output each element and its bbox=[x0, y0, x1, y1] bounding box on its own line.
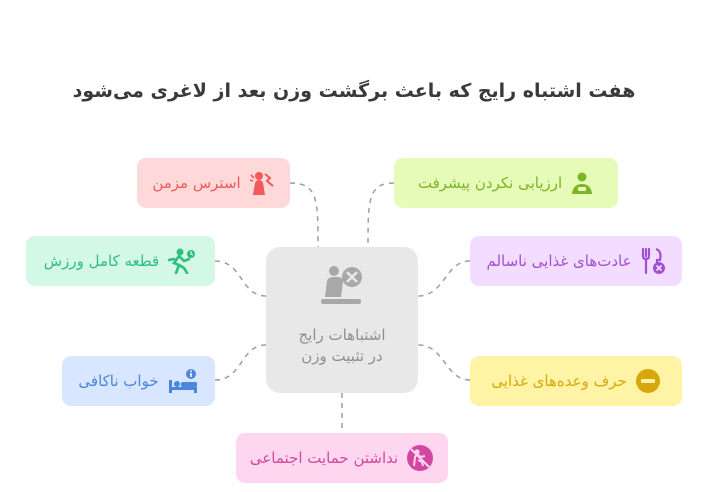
connector-habits bbox=[417, 260, 471, 297]
central-topic-line1: اشتباهات رایج bbox=[298, 326, 386, 344]
connector-stress bbox=[289, 182, 319, 248]
node-exercise[interactable]: قطعه کامل ورزش bbox=[26, 236, 215, 286]
connector-exercise bbox=[214, 260, 267, 297]
node-stress-label: استرس مزمن bbox=[152, 174, 241, 192]
node-sleep-label: خواب ناکافی bbox=[78, 372, 159, 390]
weight-scale-warning-icon bbox=[321, 266, 362, 304]
minus-circle-icon bbox=[635, 369, 660, 393]
node-social-support[interactable]: نداشتن حمایت اجتماعی bbox=[236, 433, 448, 483]
connector-meals bbox=[417, 344, 471, 381]
node-progress-assessment[interactable]: ارزیابی نکردن پیشرفت bbox=[394, 158, 618, 208]
central-topic-line2: در تثبیت وزن bbox=[301, 347, 383, 365]
assessment-person-icon bbox=[572, 172, 593, 194]
running-person-icon bbox=[167, 248, 196, 274]
node-meals[interactable]: حرف وعده‌های غذایی bbox=[470, 356, 682, 406]
fork-knife-no-icon bbox=[641, 247, 665, 275]
node-eating-habits[interactable]: عادت‌های غذایی ناسالم bbox=[470, 236, 682, 286]
central-topic: اشتباهات رایج در تثبیت وزن bbox=[266, 247, 418, 393]
connector-progress bbox=[367, 182, 395, 248]
bed-info-icon bbox=[168, 369, 197, 393]
node-sleep[interactable]: خواب ناکافی bbox=[62, 356, 215, 406]
node-eating-habits-label: عادت‌های غذایی ناسالم bbox=[486, 252, 632, 270]
diagram-title: هفت اشتباه رایج که باعث برگشت وزن بعد از… bbox=[72, 80, 636, 102]
node-stress[interactable]: استرس مزمن bbox=[137, 158, 290, 208]
stress-person-icon bbox=[249, 172, 274, 195]
connector-sleep bbox=[214, 344, 267, 381]
node-meals-label: حرف وعده‌های غذایی bbox=[491, 372, 627, 390]
no-support-icon bbox=[407, 445, 434, 471]
node-social-support-label: نداشتن حمایت اجتماعی bbox=[249, 449, 399, 467]
node-progress-assessment-label: ارزیابی نکردن پیشرفت bbox=[417, 174, 563, 192]
node-exercise-label: قطعه کامل ورزش bbox=[43, 252, 160, 270]
